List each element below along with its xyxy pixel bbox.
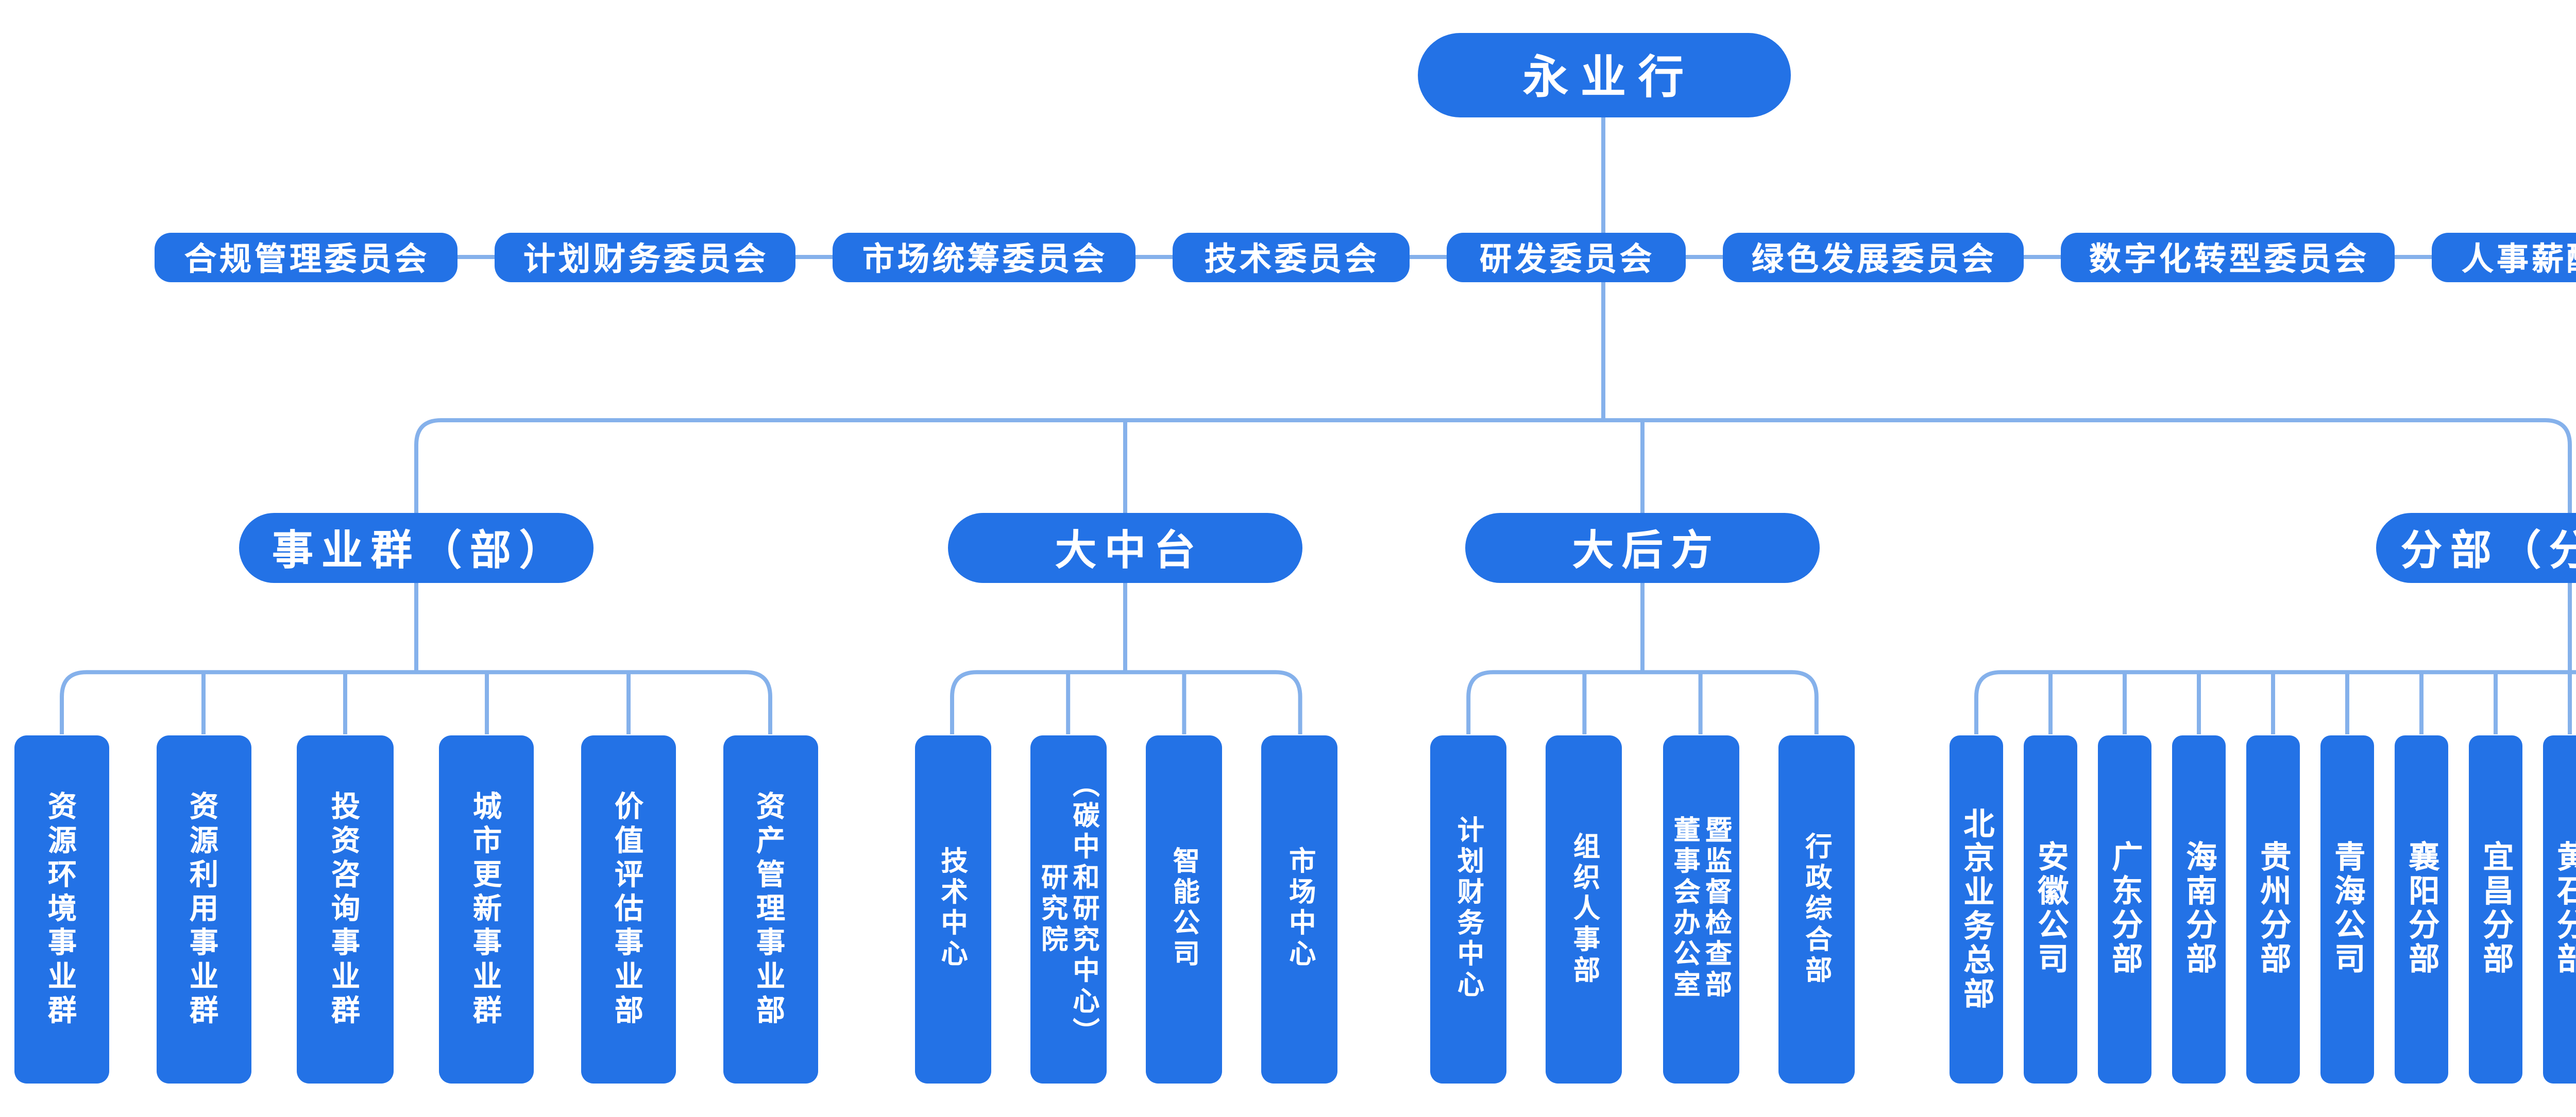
leaf-node: 北京业务总部: [1950, 734, 2003, 1084]
leaf-node: 技术中心: [914, 734, 990, 1084]
spine-line: [414, 418, 2572, 513]
leaf-node: 资产管理事业部: [722, 734, 818, 1084]
leaf-label: 海南分部: [2182, 841, 2217, 977]
leaf-label: 投资咨询事业群: [329, 790, 362, 1028]
leaf-label: 价值评估事业部: [613, 790, 646, 1028]
branch-node-business-groups: 事业群（部）: [239, 513, 594, 582]
branch-node-subsidiaries: 分部（分公司）: [2376, 513, 2576, 582]
leaf-node: 研究院 （碳中和研究中心）: [1030, 734, 1107, 1084]
committee-node: 研发委员会: [1447, 232, 1685, 282]
leaf-label: 研究院 （碳中和研究中心）: [1037, 770, 1100, 1048]
leaf-label: 智能公司: [1169, 847, 1200, 971]
leaf-label: 宜昌分部: [2479, 841, 2514, 977]
leaf-node: 行政综合部: [1778, 734, 1855, 1084]
leaf-label: 市场中心: [1285, 847, 1316, 971]
committee-node: 技术委员会: [1172, 232, 1410, 282]
leaf-label: 组织人事部: [1569, 832, 1600, 986]
committee-node: 人事薪酬委员会: [2432, 232, 2576, 282]
leaf-node: 襄阳分部: [2395, 734, 2448, 1084]
leaf-label: 董事会办公室 暨监督检查部: [1669, 816, 1732, 1002]
leaf-node: 组织人事部: [1546, 734, 1623, 1084]
leaf-label: 资源利用事业群: [188, 790, 221, 1028]
leaf-node: 安徽公司: [2024, 734, 2077, 1084]
leaf-node: 宜昌分部: [2469, 734, 2522, 1084]
group2-connector: [950, 582, 1302, 734]
leaf-label: 资产管理事业部: [754, 790, 787, 1028]
leaf-node: 青海公司: [2321, 734, 2374, 1084]
leaf-node: 广东分部: [2098, 734, 2151, 1084]
org-node-root: 永业行: [1417, 32, 1790, 116]
leaf-label: 广东分部: [2108, 841, 2143, 977]
committee-node: 绿色发展委员会: [1722, 232, 2024, 282]
committee-node: 市场统筹委员会: [833, 232, 1134, 282]
branch-node-middle-platform: 大中台: [948, 513, 1302, 582]
leaf-node: 海南分部: [2173, 734, 2225, 1084]
leaf-node: 智能公司: [1146, 734, 1223, 1084]
leaf-node: 市场中心: [1262, 734, 1338, 1084]
leaf-node: 资源环境事业群: [14, 734, 110, 1084]
leaf-label: 城市更新事业群: [471, 790, 504, 1028]
leaf-node: 价值评估事业部: [581, 734, 676, 1084]
leaf-node: 黄石分部: [2544, 734, 2576, 1084]
committee-node: 合规管理委员会: [155, 232, 456, 282]
leaf-label: 青海公司: [2330, 841, 2366, 977]
group4-connector: [1974, 582, 2576, 734]
committee-node: 计划财务委员会: [494, 232, 795, 282]
group1-connector: [60, 582, 772, 734]
leaf-label: 北京业务总部: [1959, 807, 1995, 1011]
leaf-label: 资源环境事业群: [46, 790, 79, 1028]
leaf-label: 行政综合部: [1801, 832, 1833, 986]
leaf-label: 计划财务中心: [1453, 816, 1484, 1002]
leaf-label: 黄石分部: [2553, 841, 2576, 977]
leaf-label: 襄阳分部: [2404, 841, 2440, 977]
leaf-label: 安徽公司: [2033, 841, 2069, 977]
leaf-node: 贵州分部: [2247, 734, 2299, 1084]
leaf-label: 贵州分部: [2256, 841, 2292, 977]
leaf-node: 城市更新事业群: [439, 734, 535, 1084]
leaf-node: 董事会办公室 暨监督检查部: [1662, 734, 1739, 1084]
committee-node: 数字化转型委员会: [2061, 232, 2395, 282]
leaf-node: 投资咨询事业群: [297, 734, 393, 1084]
leaf-label: 技术中心: [937, 847, 968, 971]
group3-connector: [1466, 582, 1819, 734]
branch-node-back-office: 大后方: [1465, 513, 1820, 582]
leaf-node: 资源利用事业群: [156, 734, 251, 1084]
leaf-node: 计划财务中心: [1430, 734, 1507, 1084]
